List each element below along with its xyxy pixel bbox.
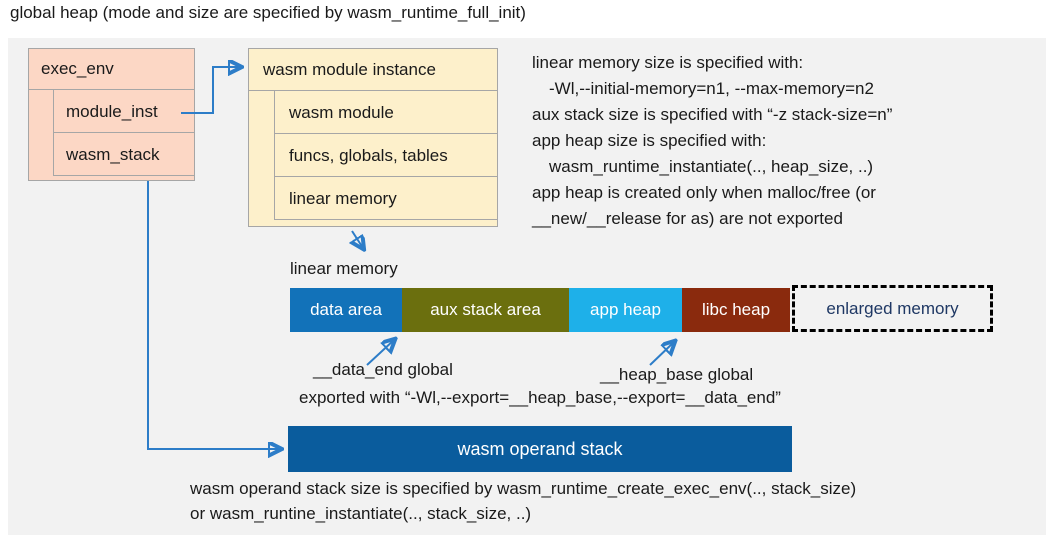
segment-app-heap: app heap (569, 288, 682, 332)
note-line: wasm_runtime_instantiate(.., heap_size, … (549, 157, 874, 176)
segment-enlarged-memory: enlarged memory (792, 285, 993, 332)
note-line: -Wl,--initial-memory=n1, --max-memory=n2 (549, 79, 874, 98)
module-instance-box: wasm module instance wasm module funcs, … (248, 48, 498, 227)
segment-data-area: data area (290, 288, 402, 332)
module-instance-header: wasm module instance (249, 49, 497, 91)
exec-env-header: exec_env (29, 49, 194, 90)
operand-stack-note-line2: or wasm_runtine_instantiate(.., stack_si… (190, 504, 532, 523)
diagram-title: global heap (mode and size are specified… (10, 3, 526, 22)
module-instance-row-wasm-module: wasm module (274, 91, 497, 134)
note-line: aux stack size is specified with “-z sta… (532, 105, 893, 124)
data-end-global-label: __data_end global (313, 360, 453, 379)
linear-memory-label: linear memory (290, 259, 398, 278)
note-line: linear memory size is specified with: (532, 53, 804, 72)
module-instance-row-linear-memory: linear memory (274, 177, 497, 220)
exec-env-row-module-inst: module_inst (53, 90, 194, 133)
segment-aux-stack-area: aux stack area (402, 288, 569, 332)
note-line: app heap is created only when malloc/fre… (532, 183, 876, 202)
memory-size-notes: linear memory size is specified with: -W… (532, 50, 1044, 232)
module-instance-row-funcs-globals-tables: funcs, globals, tables (274, 134, 497, 177)
note-line: __new/__release for as) are not exported (532, 209, 843, 228)
segment-libc-heap: libc heap (682, 288, 790, 332)
export-note: exported with “-Wl,--export=__heap_base,… (299, 388, 781, 407)
operand-stack-note-line1: wasm operand stack size is specified by … (190, 479, 857, 498)
wasm-operand-stack-bar: wasm operand stack (288, 426, 792, 472)
exec-env-row-wasm-stack: wasm_stack (53, 133, 194, 176)
note-line: app heap size is specified with: (532, 131, 767, 150)
exec-env-box: exec_env module_inst wasm_stack (28, 48, 195, 181)
heap-base-global-label: __heap_base global (600, 365, 754, 384)
